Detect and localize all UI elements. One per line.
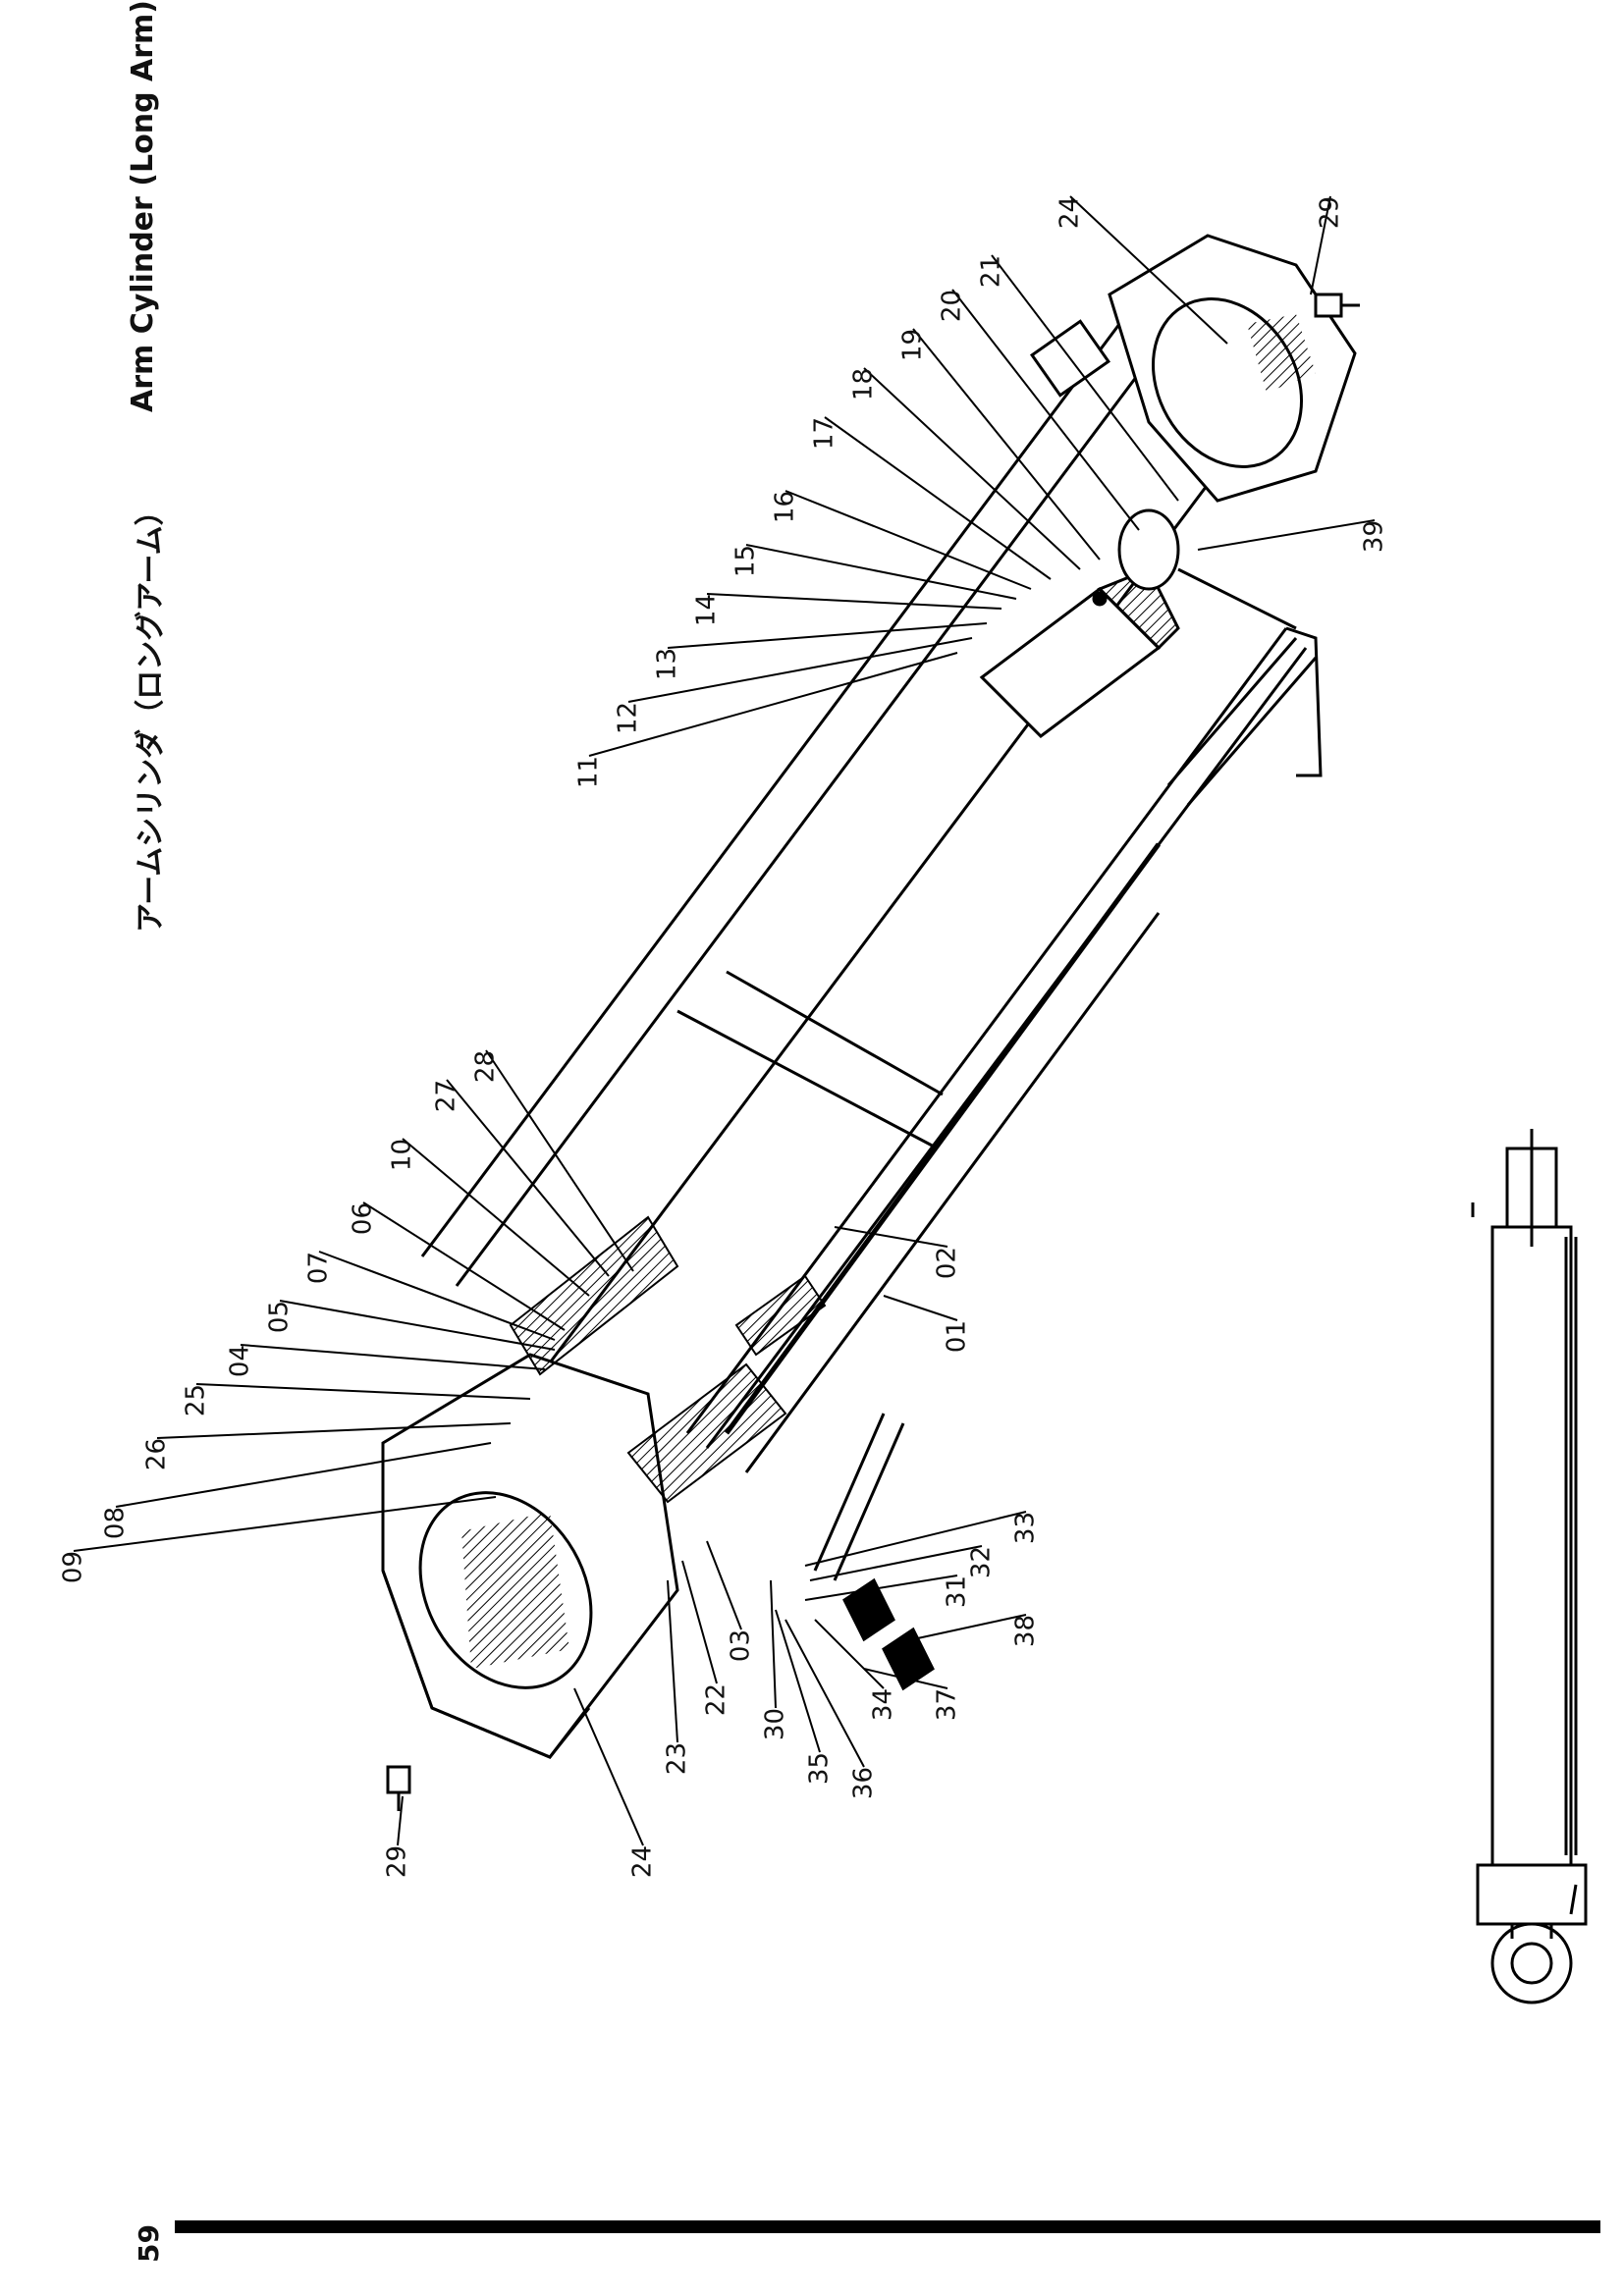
callout-leader-c24b (573, 1687, 644, 1846)
callout-leader-c30 (770, 1579, 777, 1709)
callout-leader-c19 (912, 328, 1101, 561)
callout-leader-c27 (446, 1079, 610, 1277)
callout-label-c09: 09 (59, 1551, 88, 1583)
callout-leader-c39 (1197, 519, 1376, 551)
callout-label-c30: 30 (761, 1708, 790, 1740)
callout-leader-c18 (863, 367, 1081, 570)
break-marks (676, 970, 944, 1150)
callout-label-c28: 28 (471, 1050, 501, 1083)
callout-leader-c11 (588, 652, 958, 757)
callout-label-c34: 34 (869, 1688, 898, 1721)
grease-nipple-right (1314, 293, 1360, 318)
callout-label-c33: 33 (1011, 1512, 1041, 1544)
callout-leader-c05 (279, 1300, 556, 1351)
port-fitting (813, 1413, 935, 1691)
callout-leader-c14 (706, 593, 1002, 610)
callout-leader-c02 (834, 1226, 948, 1248)
bottom-end-head (1029, 234, 1357, 503)
callout-label-c35: 35 (805, 1752, 835, 1785)
callout-label-c22: 22 (702, 1683, 731, 1716)
callout-leader-c01 (883, 1295, 958, 1321)
callout-label-c02: 02 (933, 1247, 962, 1279)
piston-assembly (979, 508, 1180, 738)
callout-leader-c13 (667, 622, 988, 649)
callout-leader-c10 (402, 1138, 590, 1297)
callout-label-c12: 12 (614, 702, 643, 734)
callout-leader-c35 (775, 1609, 821, 1753)
reference-view (1471, 1129, 1588, 2004)
callout-leader-c15 (745, 544, 1017, 600)
callout-label-c27: 27 (432, 1080, 461, 1112)
callout-leader-c25 (195, 1383, 531, 1400)
callout-label-c32: 32 (967, 1546, 997, 1578)
callout-leader-c26 (156, 1422, 512, 1439)
callout-leader-c04 (240, 1344, 546, 1370)
callout-label-c23: 23 (663, 1742, 692, 1775)
callout-label-c08: 08 (101, 1507, 131, 1539)
callout-leader-c29b (397, 1795, 404, 1846)
callout-leader-c33 (804, 1511, 1027, 1567)
callout-leader-c32 (809, 1545, 983, 1581)
callout-label-c04: 04 (226, 1345, 255, 1377)
callout-label-c26: 26 (142, 1438, 172, 1470)
callout-label-c29b: 29 (383, 1845, 412, 1878)
callout-label-c16: 16 (771, 491, 800, 523)
callout-label-c21: 21 (977, 255, 1006, 288)
callout-label-c15: 15 (731, 545, 761, 577)
callout-leader-c12 (627, 637, 973, 703)
callout-label-c10: 10 (388, 1139, 417, 1171)
page-number: 59 (133, 2224, 165, 2263)
callout-leader-c07 (318, 1251, 556, 1341)
callout-label-c31: 31 (943, 1575, 972, 1608)
callout-label-c07: 07 (304, 1252, 334, 1284)
callout-leader-c34 (814, 1619, 885, 1689)
callout-label-c03: 03 (727, 1629, 756, 1662)
callout-label-c39: 39 (1360, 520, 1389, 553)
callout-label-c18: 18 (849, 368, 879, 400)
callout-label-c37: 37 (933, 1688, 962, 1721)
callout-leader-c21 (991, 254, 1179, 502)
callout-label-c17: 17 (810, 417, 839, 450)
pipe-line (1166, 567, 1323, 806)
callout-leader-c22 (681, 1560, 718, 1684)
callout-leader-c23 (667, 1579, 678, 1743)
callout-label-c36: 36 (849, 1767, 879, 1799)
callout-leader-c29a (1310, 195, 1331, 295)
callout-leader-c31 (804, 1575, 958, 1601)
callout-label-c01: 01 (943, 1320, 972, 1353)
grease-nipple-left (386, 1765, 411, 1811)
callout-label-c11: 11 (574, 756, 604, 788)
callout-leader-c36 (784, 1619, 865, 1768)
callout-label-c29a: 29 (1316, 196, 1345, 229)
callout-label-c24b: 24 (628, 1845, 658, 1878)
callout-label-c14: 14 (692, 594, 722, 626)
callout-leader-c03 (706, 1540, 742, 1630)
callout-leader-c06 (362, 1201, 566, 1331)
callout-label-c24a: 24 (1055, 196, 1085, 229)
callout-label-c38: 38 (1011, 1615, 1041, 1647)
callout-leader-c38 (912, 1614, 1027, 1640)
callout-leader-c37 (863, 1668, 948, 1689)
callout-label-c19: 19 (898, 329, 928, 361)
callout-group: 29 24 21 20 19 18 17 16 15 14 13 12 11 39 28 27 10 06 07 05… (59, 195, 1389, 1878)
callout-leader-c28 (485, 1049, 634, 1272)
callout-label-c20: 20 (938, 290, 967, 322)
callout-leader-c08 (115, 1442, 492, 1508)
callout-leader-c24a (1069, 195, 1228, 345)
callout-label-c06: 06 (349, 1202, 378, 1235)
callout-leader-c09 (73, 1496, 497, 1552)
callout-leader-c17 (824, 416, 1052, 580)
footer-rule (175, 2220, 1600, 2233)
callout-leader-c20 (951, 289, 1140, 531)
callout-label-c05: 05 (265, 1301, 295, 1333)
rod-end-head (381, 1353, 679, 1759)
callout-label-c25: 25 (182, 1384, 211, 1416)
callout-leader-c16 (784, 490, 1032, 590)
gland-section (509, 1215, 827, 1504)
callout-label-c13: 13 (653, 648, 682, 680)
